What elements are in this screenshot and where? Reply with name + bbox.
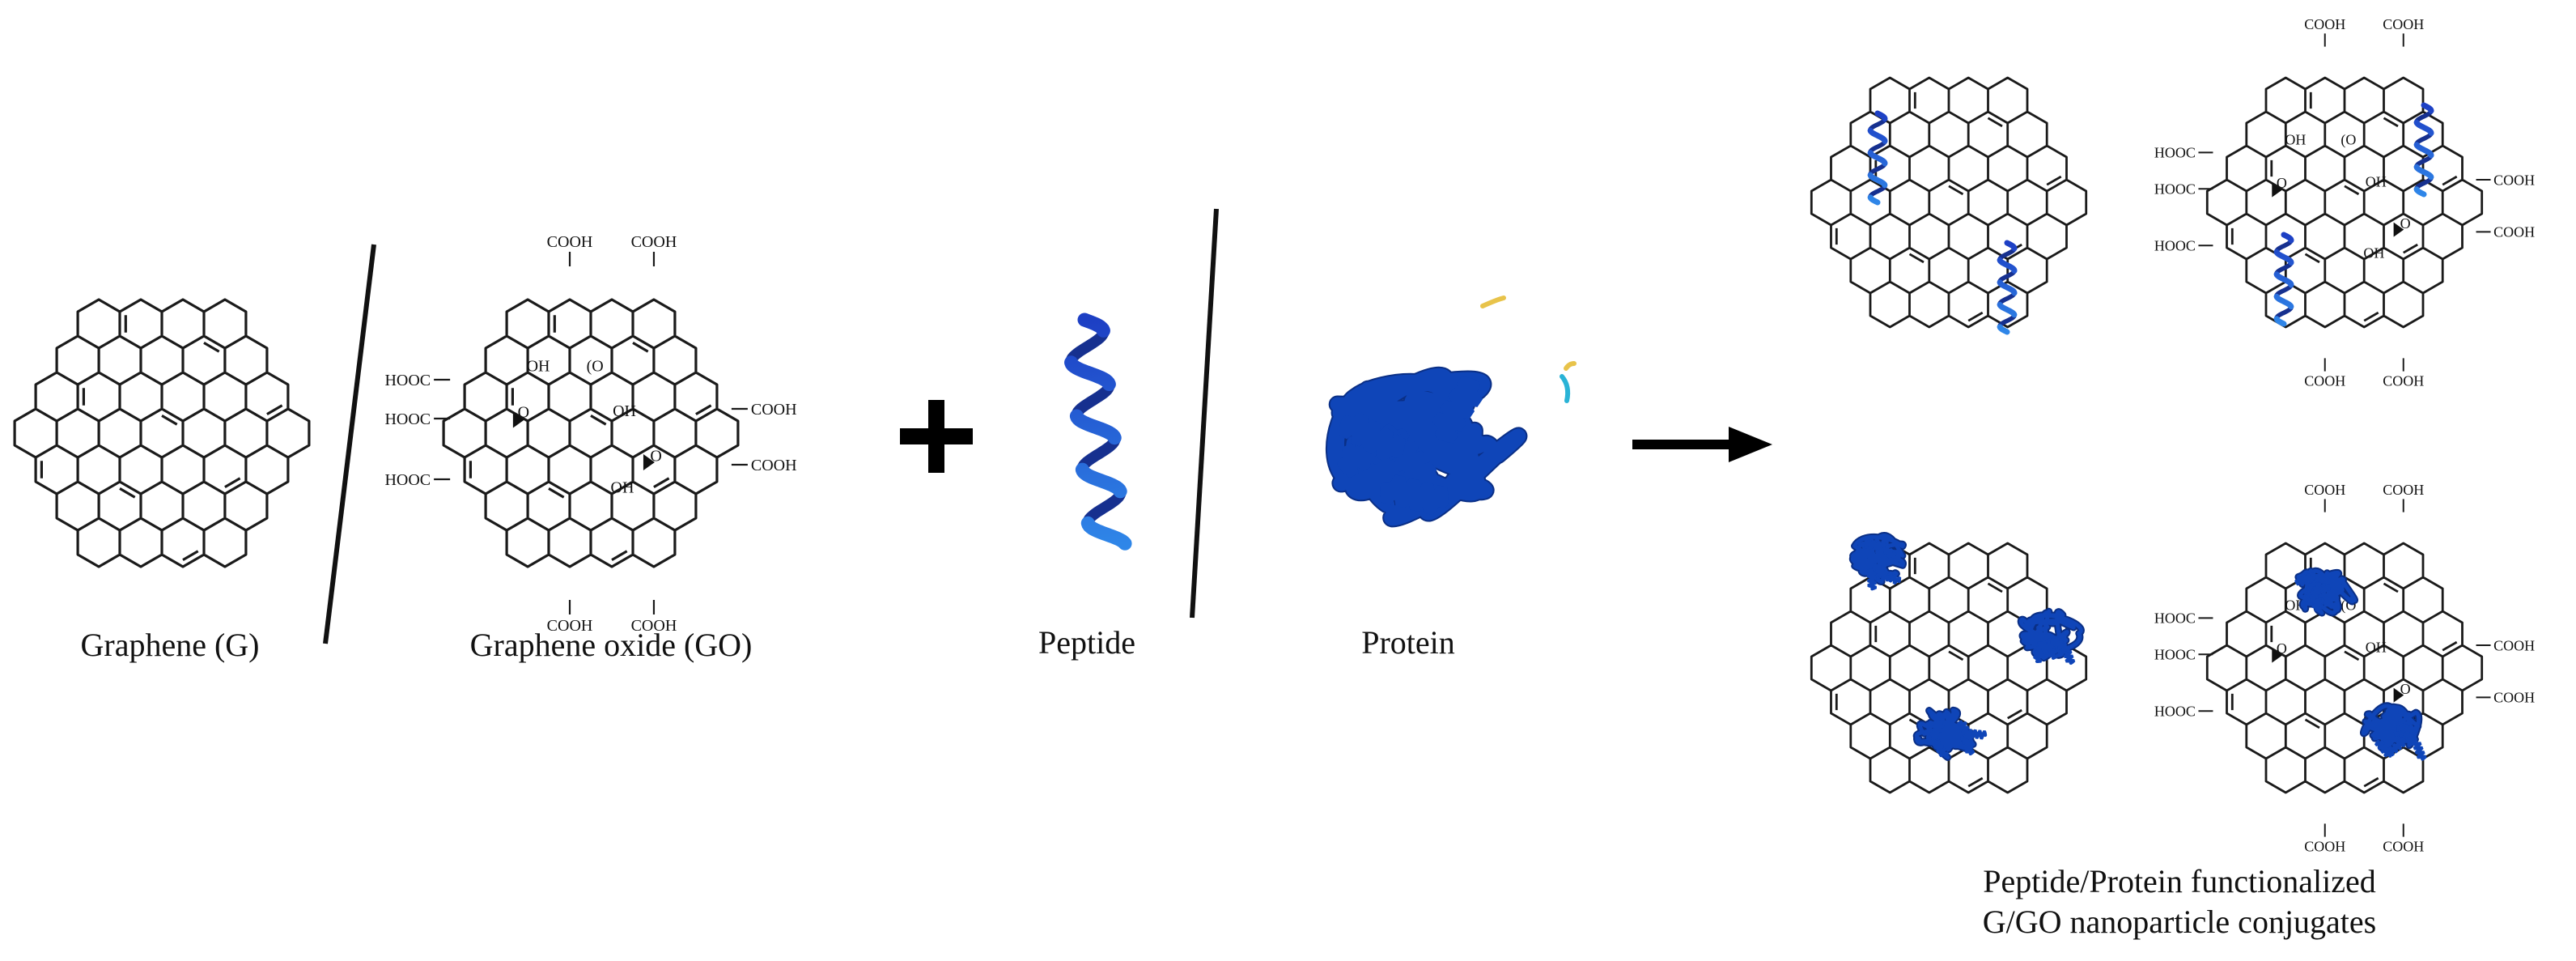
hexagonal-lattice xyxy=(2205,542,2484,794)
hooc-group: HOOC xyxy=(384,471,431,489)
cooh-group: COOH xyxy=(2304,482,2345,498)
cooh-group: COOH xyxy=(2304,16,2345,32)
cooh-group: COOH xyxy=(2383,16,2424,32)
hexagonal-lattice xyxy=(13,298,311,568)
epoxide-group: O xyxy=(2400,215,2411,232)
hydroxyl-group: OH xyxy=(2366,173,2387,189)
hooc-group: HOOC xyxy=(2154,704,2196,720)
cooh-group: COOH xyxy=(751,401,797,419)
cooh-group: COOH xyxy=(2383,482,2424,498)
graphene-peptide-conjugate xyxy=(1810,76,2088,335)
hexagonal-lattice xyxy=(442,298,740,568)
epoxide-group: O xyxy=(518,404,529,422)
epoxide-group: O xyxy=(650,448,661,466)
epoxide-group: O xyxy=(2277,640,2287,657)
reaction-arrow-icon xyxy=(1632,427,1772,462)
protein-label: Protein xyxy=(1361,624,1455,661)
cooh-group: COOH xyxy=(2493,172,2535,188)
epoxide-group: (O xyxy=(2340,132,2356,149)
cooh-group: COOH xyxy=(2493,224,2535,240)
hexagonal-lattice xyxy=(1810,76,2088,329)
cooh-group: COOH xyxy=(547,617,593,635)
hooc-group: HOOC xyxy=(2154,181,2196,198)
cooh-group: COOH xyxy=(631,233,677,251)
hydroxyl-group: OH xyxy=(2285,132,2306,148)
cooh-group: COOH xyxy=(547,233,593,251)
cooh-group: COOH xyxy=(751,457,797,474)
peptide-helix-icon xyxy=(1064,313,1132,551)
plus-icon xyxy=(900,400,973,473)
graphene-oxide-sheet: COOH COOH COOH COOH HOOC HOOC HOOC COOH COOH OH (O… xyxy=(384,233,796,635)
hooc-group: HOOC xyxy=(2154,238,2196,254)
graphene-oxide-label: Graphene oxide (GO) xyxy=(470,627,753,663)
graphene-oxide-peptide-conjugate: COOH COOH COOH COOH HOOC HOOC HOOC COOH COOH OH (O… xyxy=(2154,16,2535,389)
cooh-group: COOH xyxy=(2493,690,2535,706)
cooh-group: COOH xyxy=(631,617,677,635)
cooh-group: COOH xyxy=(2493,637,2535,653)
conjugates-label-line2: G/GO nanoparticle conjugates xyxy=(1983,904,2377,940)
epoxide-group: O xyxy=(2400,681,2411,697)
hooc-group: HOOC xyxy=(2154,145,2196,161)
conjugates-label-line1: Peptide/Protein functionalized xyxy=(1983,863,2375,899)
hydroxyl-group: OH xyxy=(527,358,550,376)
hydroxyl-group: OH xyxy=(2366,639,2387,655)
hooc-group: HOOC xyxy=(2154,647,2196,663)
peptide-label: Peptide xyxy=(1038,624,1135,661)
hydroxyl-group: OH xyxy=(611,479,634,497)
cooh-group: COOH xyxy=(2304,373,2345,389)
hooc-group: HOOC xyxy=(2154,610,2196,627)
separator-line xyxy=(1190,208,1219,619)
hooc-group: HOOC xyxy=(384,410,431,428)
cooh-group: COOH xyxy=(2304,839,2345,855)
cooh-group: COOH xyxy=(2383,839,2424,855)
graphene-label: Graphene (G) xyxy=(81,627,260,663)
hydroxyl-group: OH xyxy=(613,402,636,420)
cooh-group: COOH xyxy=(2383,373,2424,389)
epoxide-group: (O xyxy=(587,358,604,376)
protein-ribbon-icon xyxy=(1326,296,1577,528)
hooc-group: HOOC xyxy=(384,372,431,389)
hydroxyl-group: OH xyxy=(2363,245,2384,262)
epoxide-group: O xyxy=(2277,175,2287,191)
graphene-sheet xyxy=(13,298,311,568)
hexagonal-lattice xyxy=(2205,76,2484,329)
graphene-protein-conjugate xyxy=(1810,532,2088,794)
separator-line xyxy=(323,244,376,644)
